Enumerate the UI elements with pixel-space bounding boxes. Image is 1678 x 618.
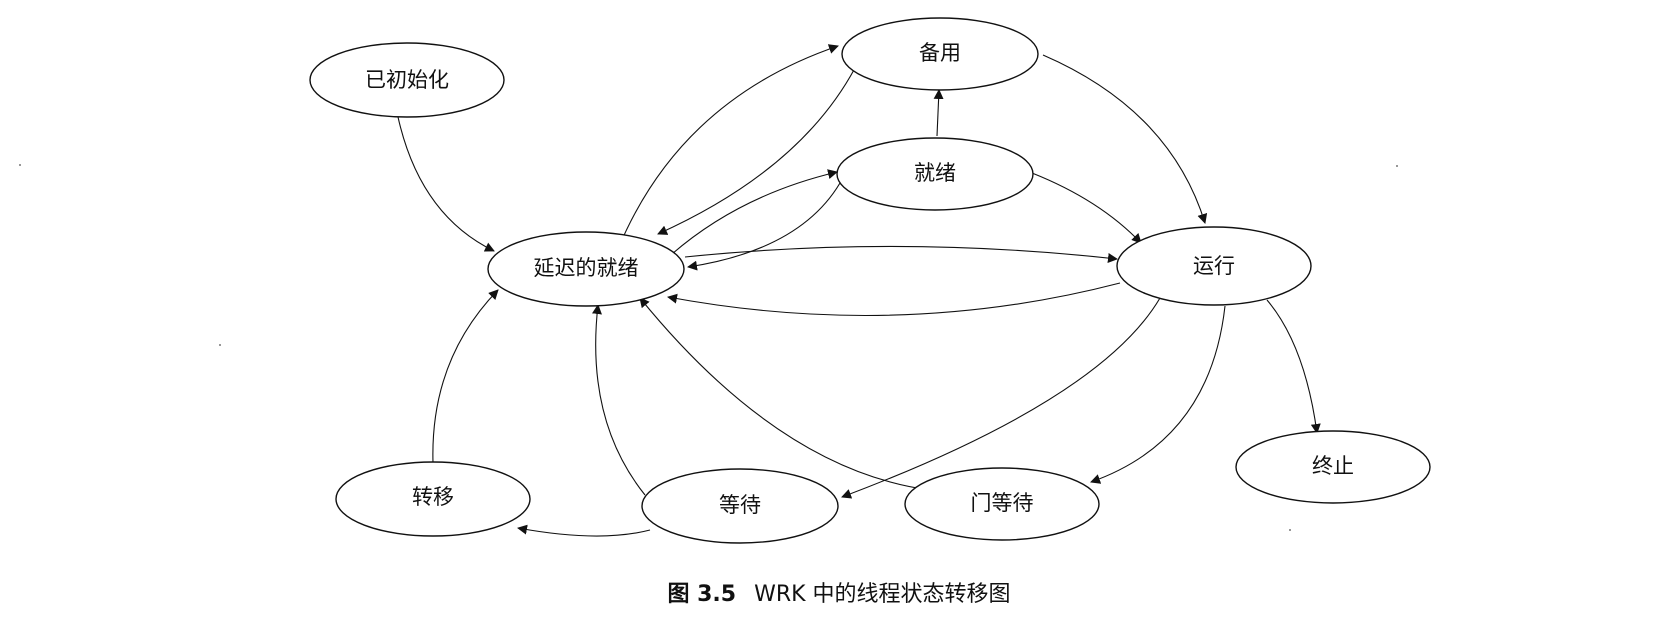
state-nodes: 已初始化 备用 就绪 延迟的就绪 运行 转移 等待 门等待	[309, 17, 1431, 544]
state-transition-label: 转移	[412, 485, 454, 509]
edge-transition-to-deferred-ready	[432, 289, 499, 464]
state-transition: 转移	[335, 461, 531, 537]
state-initialized: 已初始化	[309, 42, 505, 118]
figure-title: WRK 中的线程状态转移图	[754, 582, 1011, 607]
state-waiting: 等待	[641, 468, 839, 544]
edge-running-to-waiting	[841, 297, 1161, 499]
edge-running-to-gate-waiting	[1090, 305, 1226, 484]
edge-deferred-ready-to-standby	[617, 44, 839, 250]
state-standby: 备用	[841, 17, 1039, 91]
state-terminated-label: 终止	[1312, 454, 1354, 478]
state-deferred-ready: 延迟的就绪	[487, 231, 685, 307]
state-gate-waiting: 门等待	[904, 467, 1100, 541]
state-gate-waiting-label: 门等待	[971, 491, 1034, 515]
edge-waiting-to-deferred-ready	[592, 304, 646, 496]
state-terminated: 终止	[1235, 430, 1431, 504]
state-running: 运行	[1116, 226, 1312, 306]
state-initialized-label: 已初始化	[365, 68, 449, 92]
edge-ready-to-running	[1031, 172, 1142, 244]
figure-number: 图 3.5	[667, 582, 737, 607]
edge-initialized-to-deferred-ready	[397, 116, 495, 252]
edge-standby-to-deferred-ready	[657, 67, 856, 235]
edge-ready-to-deferred-ready	[687, 182, 841, 271]
state-standby-label: 备用	[919, 41, 961, 65]
figure-caption: 图 3.5 WRK 中的线程状态转移图	[0, 576, 1678, 608]
edge-waiting-to-transition	[517, 524, 651, 537]
edge-running-to-deferred-ready	[667, 282, 1121, 316]
transition-edges	[397, 44, 1321, 537]
edge-running-to-terminated	[1266, 299, 1321, 434]
state-ready-label: 就绪	[914, 161, 956, 185]
edge-deferred-ready-to-ready	[671, 169, 838, 255]
edge-standby-to-running	[1042, 54, 1208, 224]
state-ready: 就绪	[836, 137, 1034, 211]
edge-deferred-ready-to-running	[684, 245, 1118, 263]
state-deferred-ready-label: 延迟的就绪	[534, 256, 639, 280]
state-running-label: 运行	[1193, 254, 1235, 278]
edge-gate-waiting-to-deferred-ready	[639, 297, 931, 491]
edge-ready-to-standby	[933, 89, 944, 137]
state-waiting-label: 等待	[719, 493, 761, 517]
scan-specks	[19, 164, 1398, 531]
